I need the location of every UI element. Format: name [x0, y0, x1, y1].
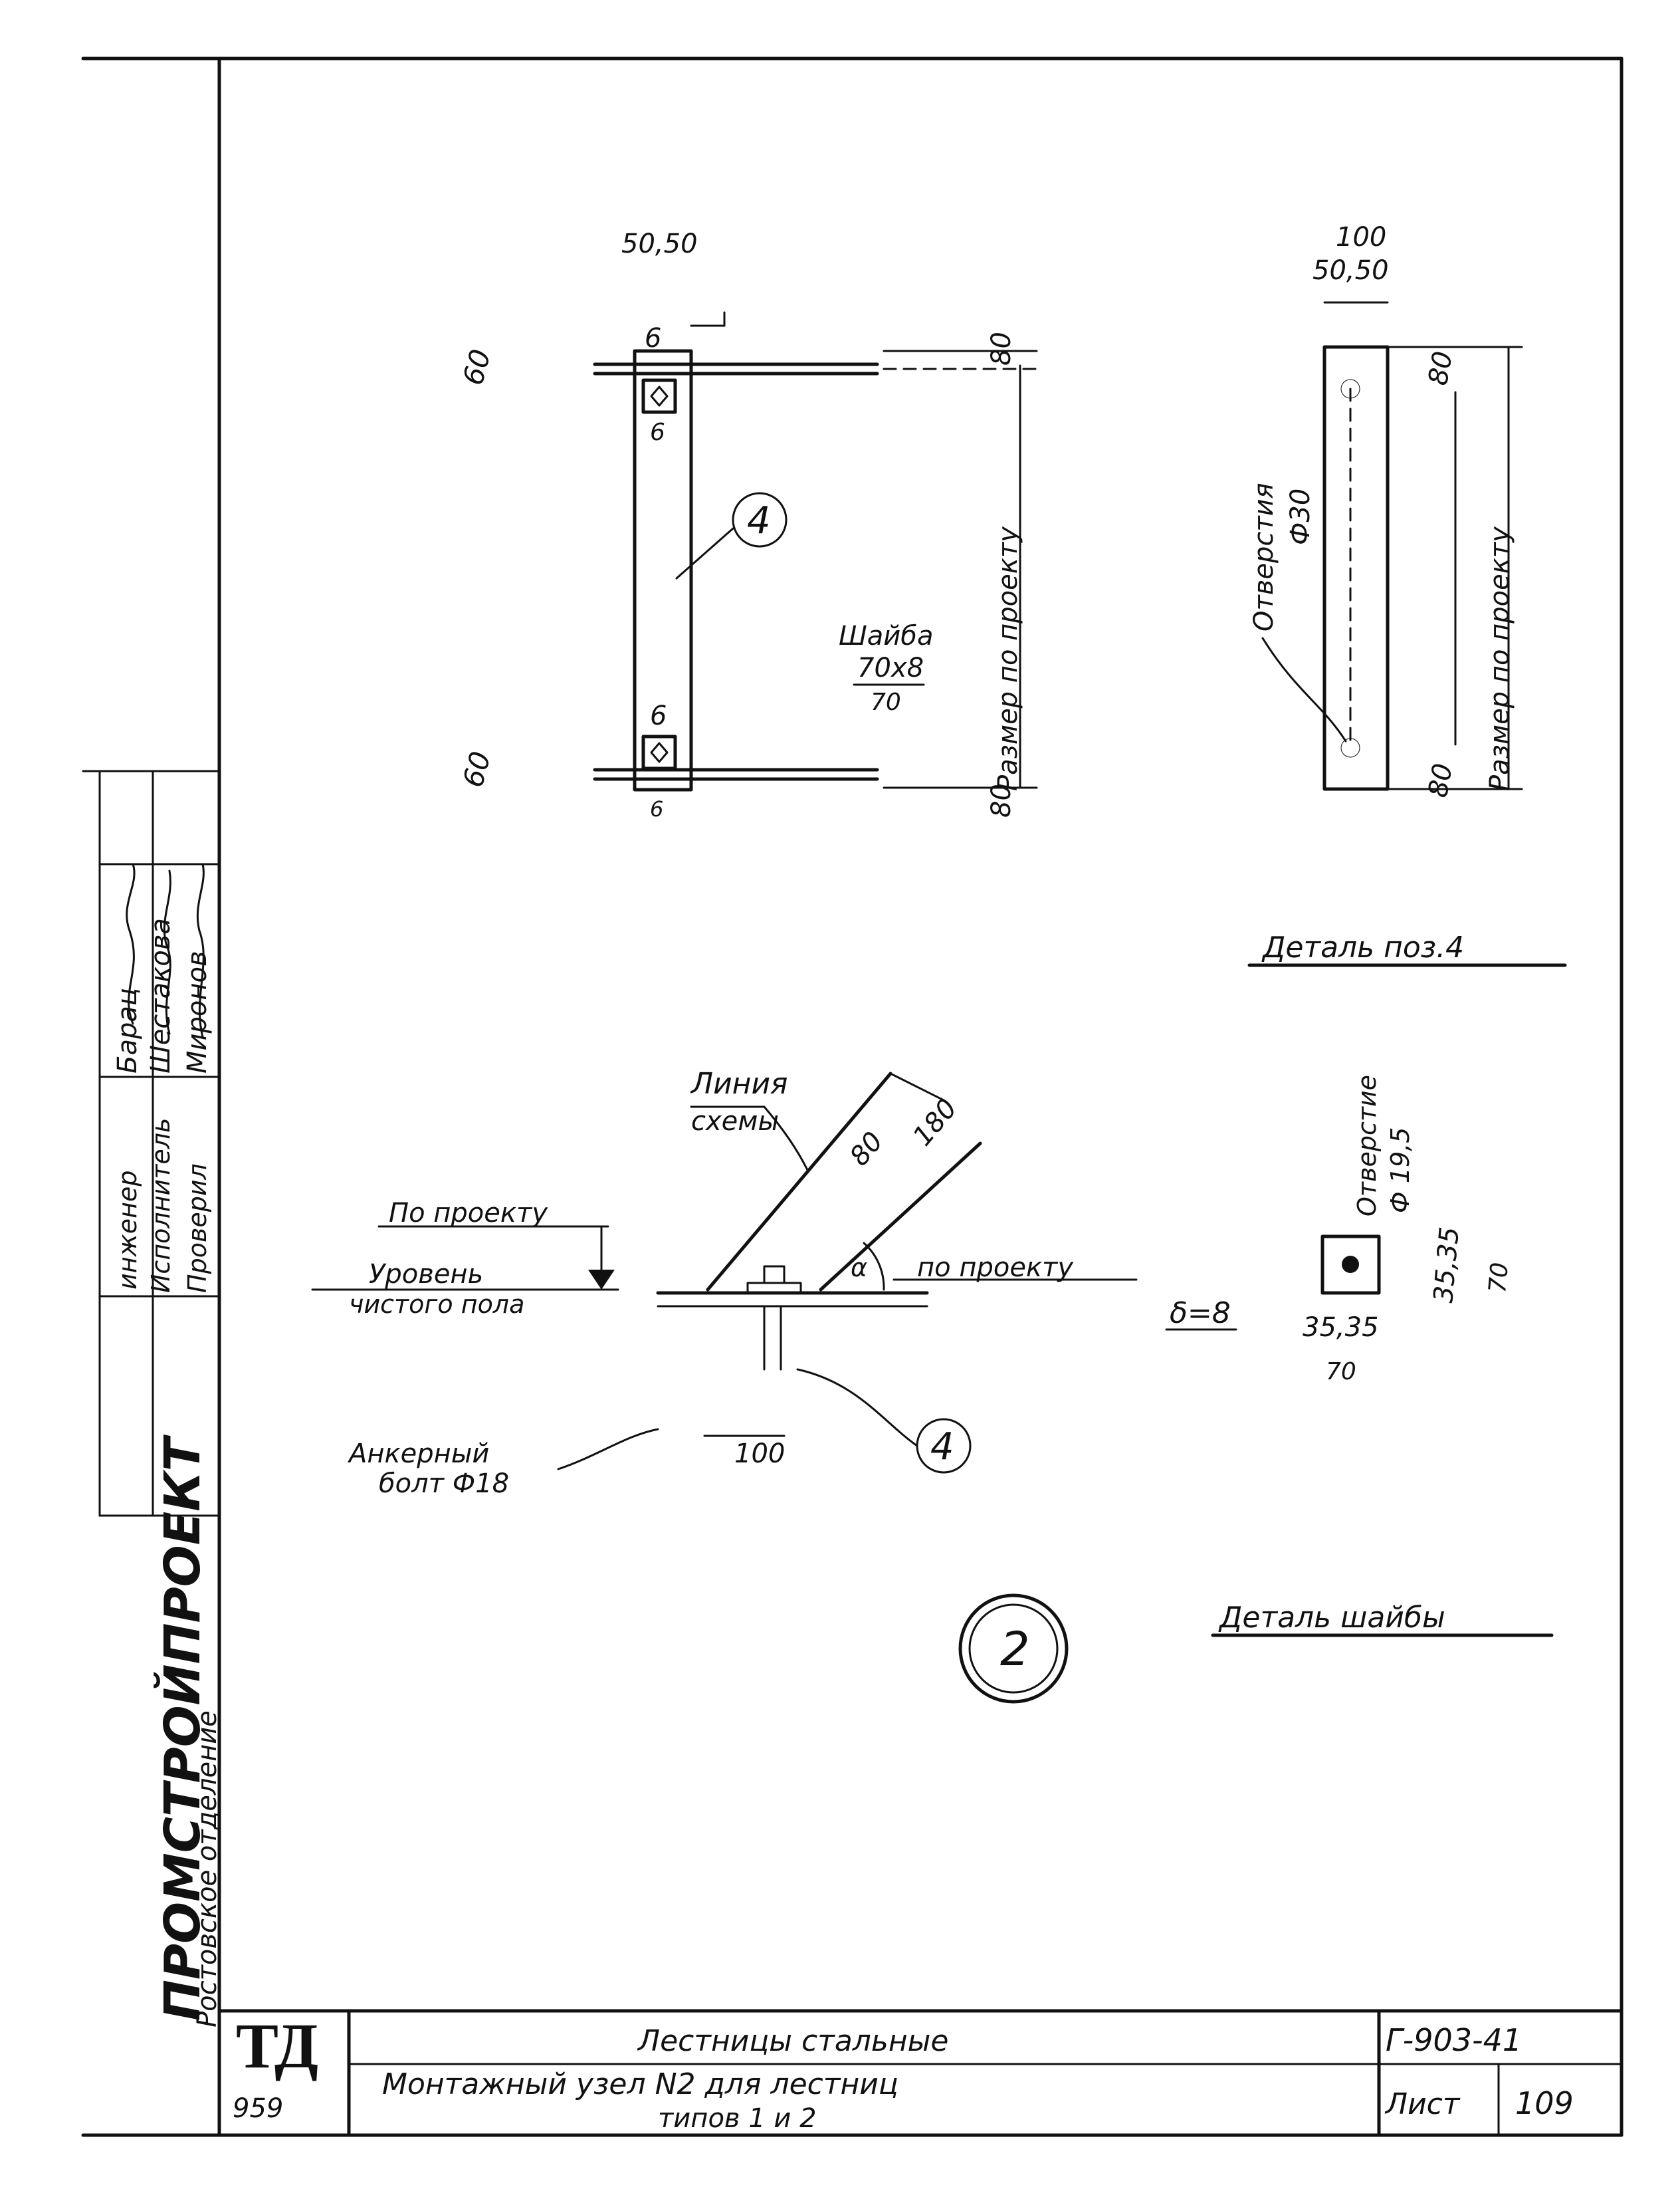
dim-80-top: 80 — [1423, 349, 1459, 388]
dim-left-bottom: 60 — [457, 748, 497, 790]
dim-180-section: 180 — [907, 1094, 963, 1152]
branch-name: Ростовское отделение — [192, 1710, 223, 2027]
title-line3: типов 1 и 2 — [658, 2103, 817, 2134]
sheet-label: Лист — [1384, 2087, 1461, 2121]
six-c: 6 — [650, 701, 667, 731]
dim-3535-bottom: 35,35 — [1303, 1312, 1379, 1343]
size-label-pos4: Размер по проекту — [1485, 526, 1515, 791]
dim-100: 100 — [1336, 222, 1386, 253]
angle-alpha: α — [851, 1253, 867, 1282]
node-circle-outer — [958, 1593, 1069, 1704]
caption-washer: Деталь шайбы — [1218, 1601, 1445, 1635]
frame — [81, 57, 1624, 2137]
by-project-label: По проекту — [389, 1198, 548, 1228]
dim-100-section: 100 — [734, 1439, 785, 1469]
role-2: Исполнитель — [146, 1118, 175, 1293]
year: 959 — [233, 2093, 283, 2124]
dim-80-bottom: 80 — [1423, 761, 1459, 800]
side-stamp: ПРОМСТРОЙПРОЕКТ Ростовское отделение инж… — [112, 863, 223, 2027]
dim-right-bottom: 80 — [986, 784, 1017, 818]
anchor-bolt2: болт Ф18 — [379, 1468, 509, 1499]
line-scheme2: схемы — [691, 1106, 779, 1137]
role-1: инженер — [113, 1171, 142, 1290]
holes-dia: Ф30 — [1285, 489, 1316, 545]
dim-top: 50,50 — [621, 229, 698, 259]
callout-4-section-label: 4 — [930, 1425, 954, 1468]
sheet-number: 109 — [1515, 2085, 1574, 2121]
name-2: Шестакова — [146, 918, 176, 1074]
dim-5050: 50,50 — [1312, 255, 1389, 286]
washer-label: Шайба — [839, 621, 933, 651]
logo: ТД — [236, 2010, 318, 2081]
title-line2: Монтажный узел N2 для лестниц — [382, 2067, 898, 2101]
washer-dim: 70x8 — [857, 653, 924, 683]
angle-by-project: по проекту — [917, 1252, 1074, 1283]
node-number: 2 — [1000, 1622, 1030, 1676]
dim-70-right: 70 — [1484, 1261, 1514, 1294]
title-line1: Лестницы стальные — [637, 2024, 948, 2058]
dim-3535-right: 35,35 — [1428, 1226, 1465, 1304]
six-d: 6 — [650, 796, 663, 822]
org-name: ПРОМСТРОЙПРОЕКТ — [153, 1434, 211, 2021]
washer-detail: Отверстие Ф 19,5 δ=8 35,35 70 35,35 70 Д… — [1165, 1075, 1554, 1637]
washer-hole-dia: Ф 19,5 — [1386, 1127, 1415, 1213]
six-a: 6 — [645, 323, 661, 354]
size-label-top: Размер по проекту — [993, 526, 1023, 791]
washer-len: 70 — [871, 689, 901, 716]
washer-hole-label: Отверстие — [1352, 1075, 1382, 1216]
line-scheme: Линия — [690, 1067, 788, 1101]
six-b: 6 — [650, 419, 665, 446]
floor-level: Уровень — [369, 1259, 483, 1290]
caption-pos4: Деталь поз.4 — [1261, 931, 1464, 965]
dim-80-section: 80 — [844, 1126, 889, 1172]
node-circle-inner — [968, 1603, 1059, 1694]
holes-label: Отверстия — [1249, 483, 1279, 632]
role-3: Проверил — [183, 1163, 212, 1293]
callout-4-top — [732, 492, 788, 548]
name-1: Барац — [112, 988, 143, 1074]
section-view: 4 Линия схемы По проекту Уровень чистого… — [311, 1067, 1138, 1704]
top-view: 4 50,50 60 60 80 80 6 6 6 6 Размер по пр… — [457, 229, 1038, 822]
dim-70-bottom: 70 — [1326, 1358, 1356, 1385]
drawing-code: Г-903-41 — [1386, 2022, 1522, 2058]
detail-pos4: 100 50,50 80 80 Отверстия Ф30 Размер по … — [1247, 222, 1567, 967]
title-block: ТД 959 Лестницы стальные Монтажный узел … — [217, 2009, 1624, 2137]
name-3: Миронов — [182, 951, 213, 1074]
callout-4-top-label: 4 — [747, 499, 771, 542]
floor-level2: чистого пола — [349, 1290, 524, 1319]
dim-right-top: 80 — [986, 332, 1017, 366]
anchor-bolt: Анкерный — [347, 1439, 489, 1469]
dim-left-top: 60 — [457, 346, 497, 388]
washer-thickness: δ=8 — [1170, 1296, 1231, 1330]
